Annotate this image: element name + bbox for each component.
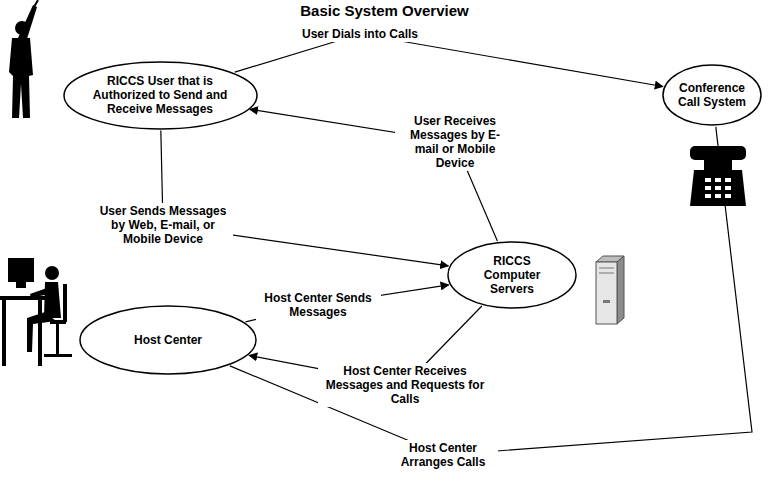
connector-label: Host Center Arranges Calls xyxy=(388,440,498,470)
connector-label: User Receives Messages by E-mail or Mobi… xyxy=(395,113,515,171)
connector-arrow xyxy=(230,127,752,455)
host-operator-figure xyxy=(0,258,72,366)
diagram-title: Basic System Overview xyxy=(0,2,769,19)
system-ellipse: RICCS User that is Authorized to Send an… xyxy=(63,61,258,130)
server-tower-icon xyxy=(596,256,624,324)
ellipse-label: RICCS Computer Servers xyxy=(466,254,558,296)
system-ellipse: Host Center xyxy=(79,305,257,375)
ellipse-text-group: RICCS Computer Servers xyxy=(466,254,558,296)
system-ellipse: Conference Call System xyxy=(662,64,762,126)
ellipse-label: RICCS User that is Authorized to Send an… xyxy=(90,74,230,116)
connector-label: User Dials into Calls xyxy=(285,26,435,42)
connector-label: User Sends Messages by Web, E-mail, or M… xyxy=(93,203,233,247)
connector-label: Host Center Receives Messages and Reques… xyxy=(318,363,493,407)
ellipse-text-group: Conference Call System xyxy=(675,81,749,109)
ellipse-label: Host Center xyxy=(108,333,228,347)
connector-label: Host Center Sends Messages xyxy=(256,290,381,320)
system-ellipse: RICCS Computer Servers xyxy=(447,241,577,309)
ellipse-label: Conference Call System xyxy=(675,81,749,109)
telephone-icon xyxy=(690,146,746,206)
user-figure xyxy=(9,0,38,118)
ellipse-text-group: RICCS User that is Authorized to Send an… xyxy=(90,74,230,116)
connector-arrow xyxy=(246,285,449,322)
ellipse-text-group: Host Center xyxy=(108,333,228,347)
